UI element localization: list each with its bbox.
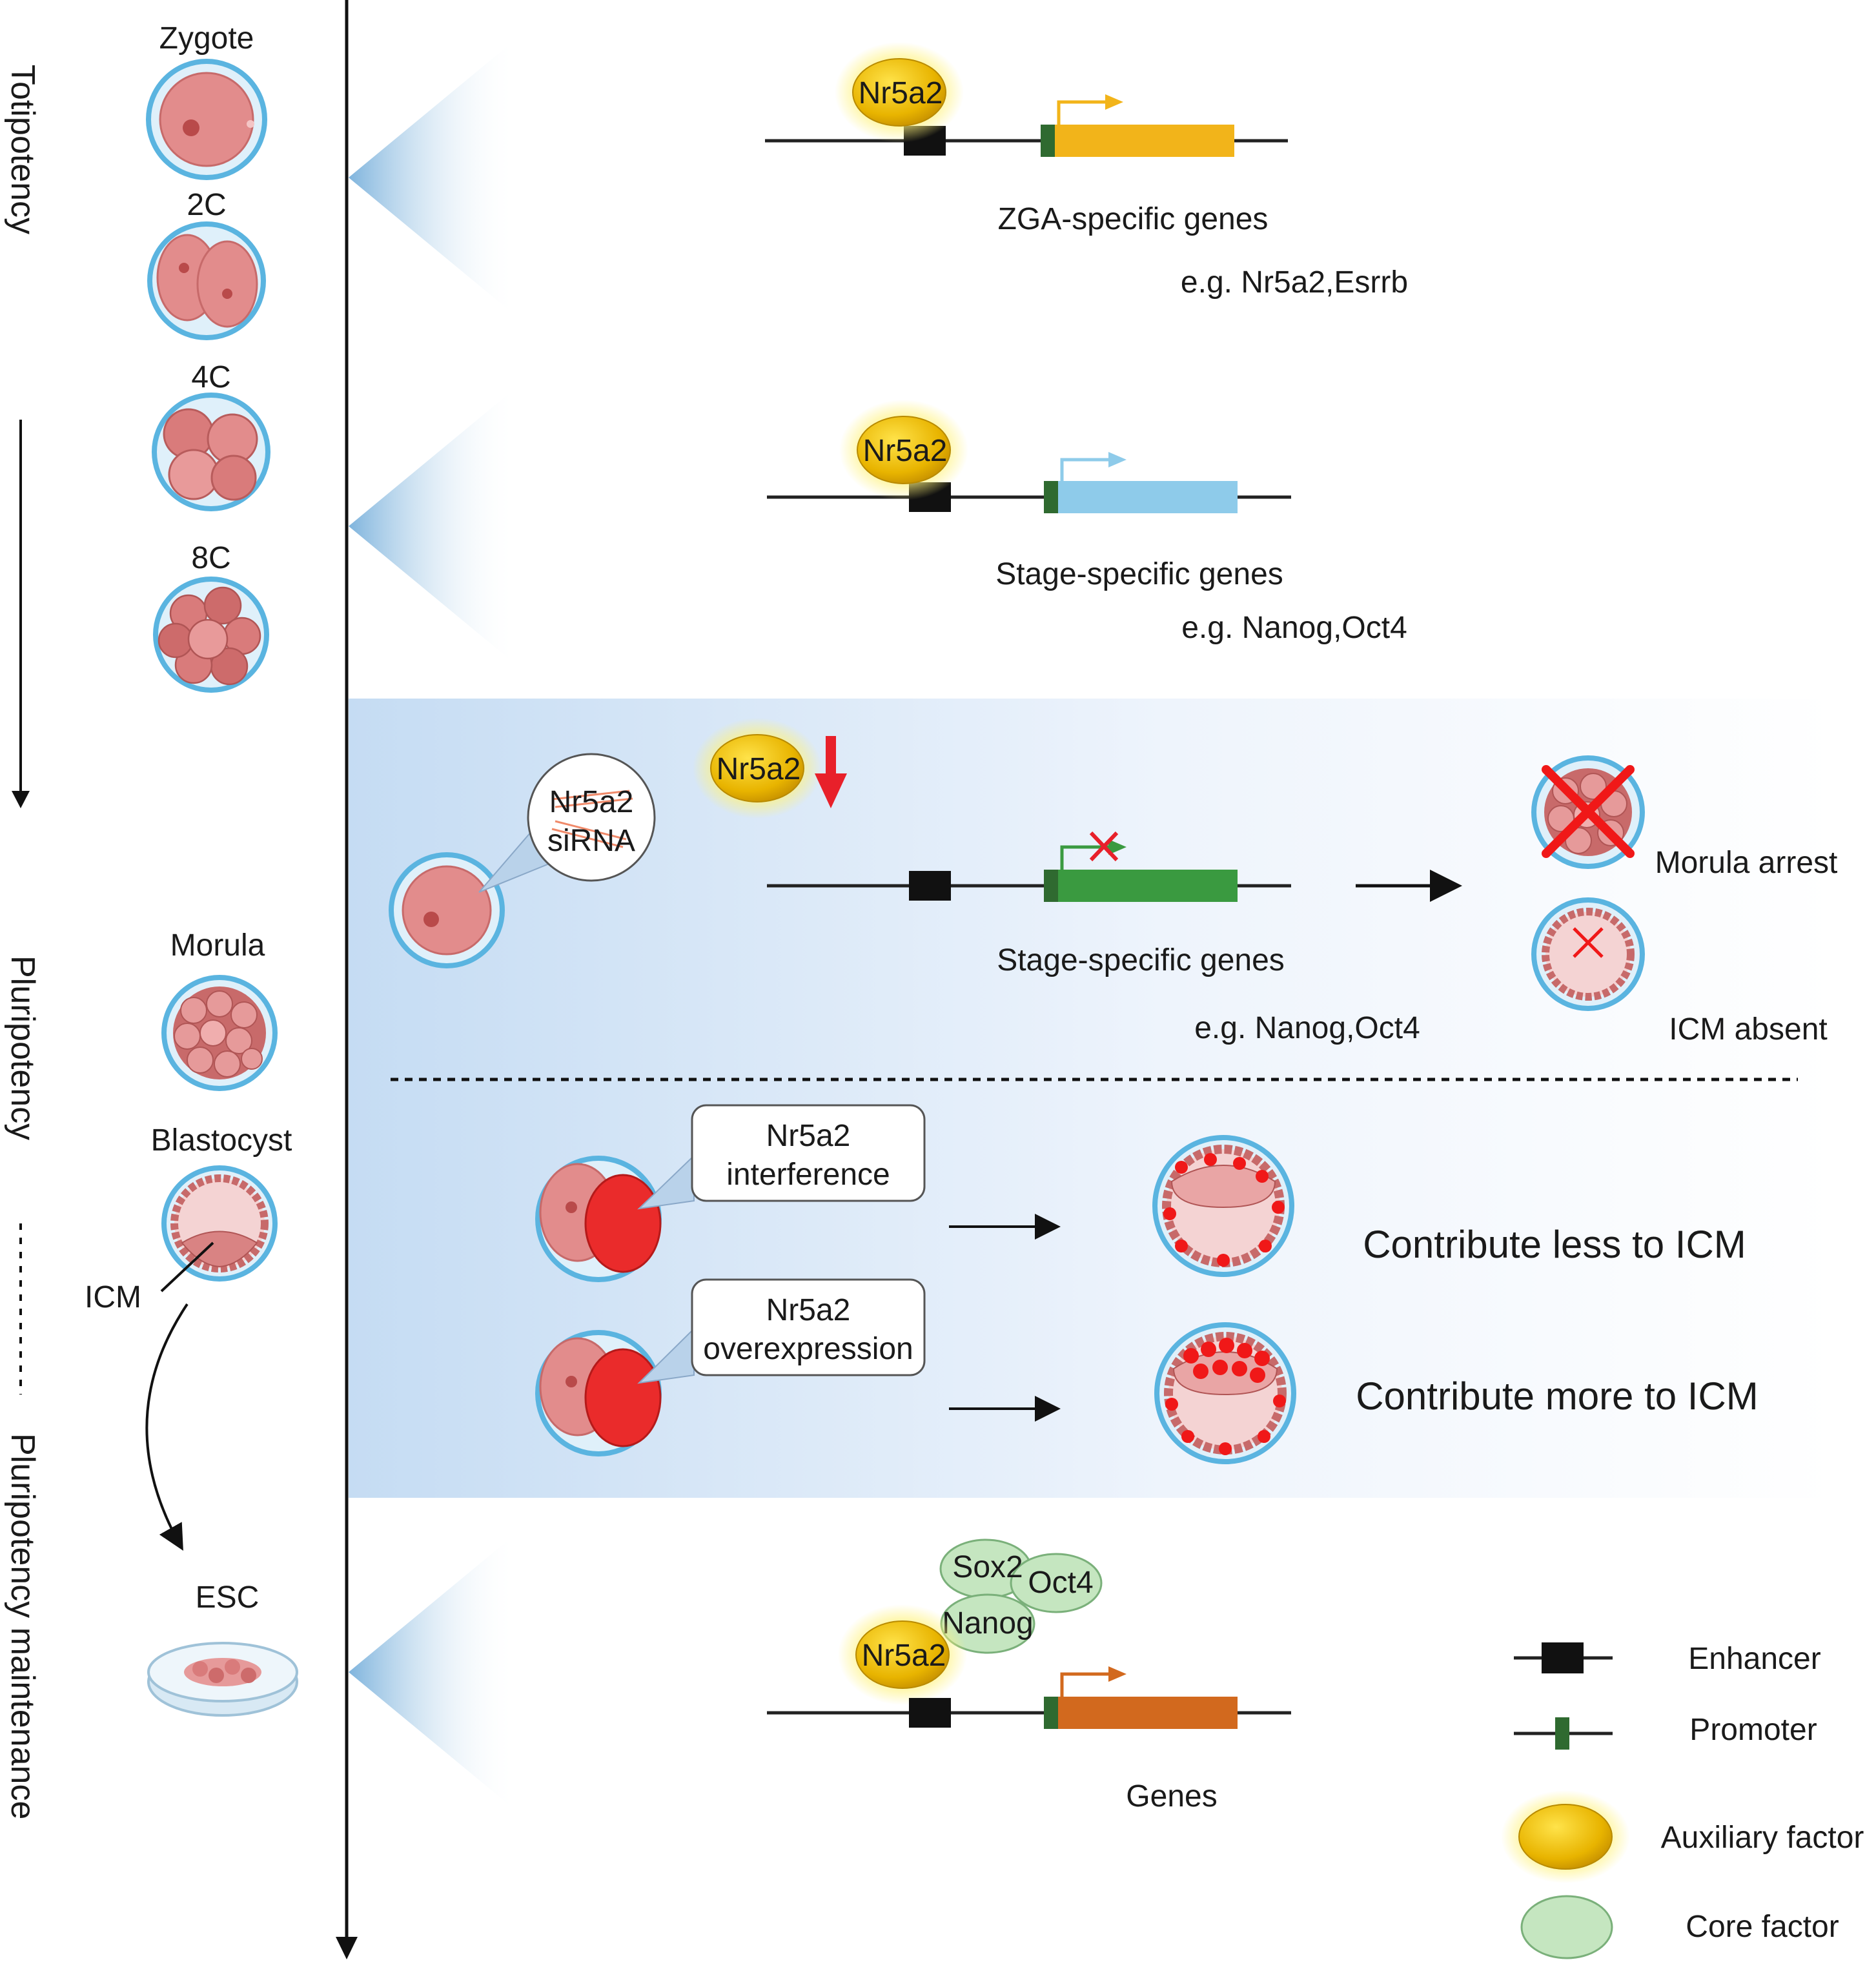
zga-gene-body	[1055, 125, 1234, 157]
blocked-cross-icon	[1089, 831, 1119, 862]
esc-label: ESC	[196, 1580, 260, 1615]
esc-enhancer	[909, 1698, 951, 1728]
esc-nr5a2-factor	[855, 1620, 950, 1689]
oct4-factor	[1010, 1553, 1103, 1613]
zga-nr5a2-factor	[852, 58, 946, 127]
stage-example-label: e.g. Nanog,Oct4	[1181, 611, 1407, 645]
sirna-label-line2: siRNA	[547, 824, 635, 858]
two-cell-label: 2C	[187, 188, 226, 222]
maintenance-label: Pluripotency maintenance	[4, 1433, 41, 1819]
legend-core-label: Core factor	[1686, 1910, 1839, 1944]
legend-core-symbol	[1520, 1895, 1613, 1959]
overexpression-embryo	[535, 1330, 662, 1456]
stage-nr5a2-factor	[857, 416, 951, 484]
blastocyst-to-esc-arrow	[145, 1303, 189, 1551]
interference-embryo	[535, 1156, 662, 1282]
icm-absent-label: ICM absent	[1669, 1012, 1827, 1047]
morula-embryo	[161, 975, 278, 1091]
stage-gene-label: Stage-specific genes	[995, 557, 1283, 591]
icm-pointer	[160, 1242, 214, 1293]
eight-cell-embryo	[153, 577, 269, 693]
more-icm-label: Contribute more to ICM	[1356, 1374, 1759, 1418]
zygote-embryo	[146, 59, 267, 180]
stage-promoter	[1044, 481, 1058, 513]
icm-absent-cross-icon	[1573, 927, 1604, 958]
arrest-cross-icon	[1542, 765, 1635, 858]
two-cell-embryo	[147, 221, 266, 340]
knockdown-nr5a2-factor	[710, 734, 804, 802]
pluripotency-label: Pluripotency	[4, 955, 41, 1140]
legend-enhancer-label: Enhancer	[1688, 1642, 1820, 1676]
knockdown-factor-label: Nr5a2	[717, 752, 801, 786]
legend-promoter-label: Promoter	[1689, 1713, 1817, 1747]
esc-gene-body	[1058, 1697, 1238, 1729]
knockdown-enhancer	[909, 871, 951, 901]
interference-callout	[691, 1104, 926, 1202]
sirna-strands-icon	[551, 790, 633, 848]
zga-example-label: e.g. Nr5a2,Esrrb	[1181, 265, 1408, 300]
panel-knockdown: Nr5a2 siRNA Nr5a2 Stage-specific genes e…	[389, 718, 1838, 1047]
knockdown-zygote	[389, 852, 505, 968]
zga-gene-label: ZGA-specific genes	[998, 202, 1269, 236]
overexpression-callout	[691, 1278, 926, 1376]
interference-label-line1: Nr5a2	[766, 1119, 851, 1153]
blastocyst-label: Blastocyst	[151, 1123, 292, 1158]
esc-gene-label: Genes	[1126, 1779, 1217, 1814]
knockdown-gene-body	[1058, 870, 1238, 902]
oct4-label: Oct4	[1028, 1566, 1093, 1600]
morula-arrest-label: Morula arrest	[1655, 846, 1838, 880]
stage-factor-label: Nr5a2	[863, 434, 948, 468]
four-cell-label: 4C	[191, 360, 230, 394]
zga-factor-label: Nr5a2	[859, 76, 943, 110]
legend-enhancer-symbol	[1542, 1642, 1584, 1673]
esc-promoter	[1044, 1697, 1058, 1729]
knockdown-gene-label: Stage-specific genes	[997, 943, 1285, 977]
decrease-arrow-icon	[815, 736, 847, 808]
stage-tss-arrow	[1060, 458, 1110, 481]
legend-auxiliary-symbol	[1518, 1804, 1613, 1870]
esc-dish	[147, 1642, 298, 1717]
legend-promoter-symbol	[1555, 1717, 1569, 1750]
four-cell-embryo	[152, 393, 270, 511]
zga-promoter	[1041, 125, 1055, 157]
legend: Enhancer Promoter Auxiliary factor Core …	[1501, 1642, 1864, 1959]
less-icm-label: Contribute less to ICM	[1363, 1223, 1746, 1266]
sirna-label-line1: Nr5a2	[549, 785, 634, 819]
sirna-bubble	[527, 753, 656, 882]
more-icm-blastocyst	[1154, 1322, 1296, 1464]
zygote-label: Zygote	[159, 21, 254, 56]
knockdown-promoter	[1044, 870, 1058, 902]
knockdown-example-label: e.g. Nanog,Oct4	[1194, 1011, 1420, 1045]
wedge-esc	[349, 1533, 516, 1811]
zga-tss-arrow	[1057, 100, 1107, 125]
eight-cell-label: 8C	[191, 541, 230, 575]
overexpression-label-line2: overexpression	[703, 1332, 913, 1366]
totipotency-label: Totipotency	[4, 65, 41, 234]
esc-tss-arrow	[1060, 1672, 1110, 1697]
main-axis-arrowhead	[336, 1937, 358, 1959]
blastocyst-embryo	[161, 1165, 278, 1282]
panel-esc: Sox2 Oct4 Nanog Nr5a2 Genes	[767, 1538, 1291, 1814]
icm-absent-blastocyst	[1531, 897, 1645, 1011]
panel-chimera: Nr5a2 interference Contribute less to IC…	[535, 1104, 1759, 1464]
totipotency-arrowhead	[12, 791, 30, 808]
panel-stage: Nr5a2 Stage-specific genes e.g. Nanog,Oc…	[767, 400, 1407, 645]
less-icm-blastocyst	[1152, 1135, 1294, 1277]
overexpression-label-line1: Nr5a2	[766, 1293, 851, 1327]
sox2-label: Sox2	[952, 1550, 1023, 1584]
interference-label-line2: interference	[726, 1158, 890, 1192]
esc-factor-label: Nr5a2	[862, 1639, 946, 1673]
morula-label: Morula	[170, 928, 265, 963]
wedge-stage	[349, 387, 516, 665]
stage-gene-body	[1058, 481, 1238, 513]
wedge-zga	[349, 39, 516, 316]
icm-label: ICM	[85, 1280, 141, 1314]
legend-auxiliary-label: Auxiliary factor	[1661, 1821, 1864, 1855]
knockdown-tss-arrow	[1060, 845, 1110, 870]
panel-zga: Nr5a2 ZGA-specific genes e.g. Nr5a2,Esrr…	[765, 42, 1408, 300]
